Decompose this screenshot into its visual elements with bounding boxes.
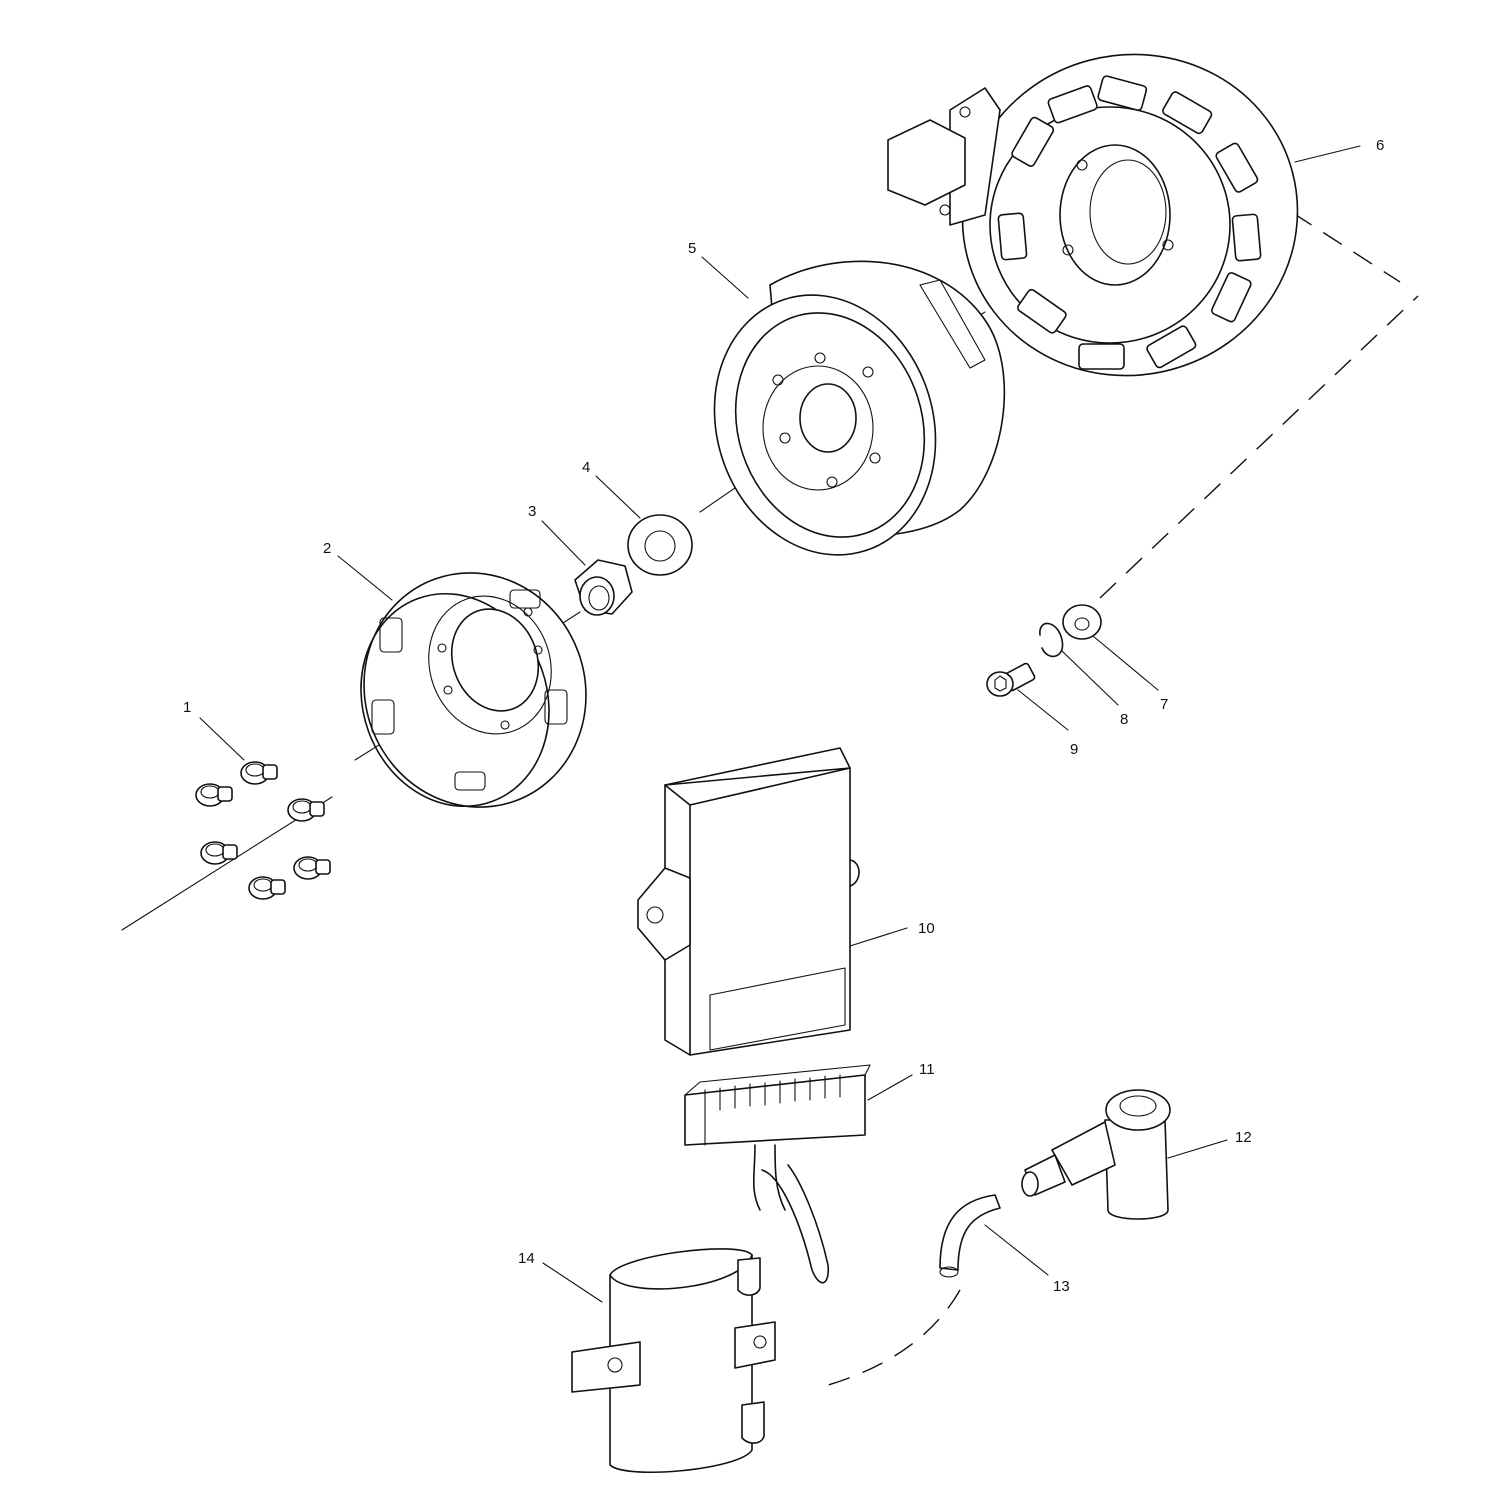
callout-12: 12	[1235, 1129, 1252, 1146]
callout-9: 9	[1070, 741, 1078, 758]
flat-washer	[627, 514, 693, 576]
bolt	[240, 761, 278, 785]
callout-13: 13	[1053, 1278, 1070, 1295]
callout-3: 3	[528, 503, 536, 520]
callout-11: 11	[919, 1061, 935, 1078]
cdi-module	[637, 747, 860, 1056]
ignition-coil	[571, 1248, 776, 1473]
bolt	[200, 841, 238, 865]
callout-8: 8	[1120, 711, 1128, 728]
callout-14: 14	[518, 1250, 535, 1267]
leader-lines	[199, 145, 1361, 1303]
spark-plug-cap	[1021, 1089, 1171, 1220]
callout-4: 4	[582, 459, 590, 476]
bolt-set	[195, 761, 331, 900]
lock-washer	[1039, 622, 1064, 658]
callout-10: 10	[918, 920, 935, 937]
callout-2: 2	[323, 540, 331, 557]
callout-labels: 1 2 3 4 5 6 7 8 9 10 11 12 13 14	[183, 137, 1384, 1295]
callout-6: 6	[1376, 137, 1384, 154]
hex-nut	[574, 559, 633, 616]
bolt	[287, 798, 325, 822]
bolt	[248, 876, 286, 900]
stator-washer	[1062, 604, 1102, 640]
flywheel	[713, 260, 1006, 556]
callout-7: 7	[1160, 696, 1168, 713]
wiring-connector	[684, 1064, 871, 1284]
stator	[887, 53, 1299, 377]
hose-lead	[939, 1194, 1001, 1278]
callout-5: 5	[688, 240, 696, 257]
callout-1: 1	[183, 699, 191, 716]
bolt	[293, 856, 331, 880]
stator-screw	[986, 662, 1036, 697]
starter-cup	[360, 572, 587, 808]
bolt	[195, 783, 233, 807]
